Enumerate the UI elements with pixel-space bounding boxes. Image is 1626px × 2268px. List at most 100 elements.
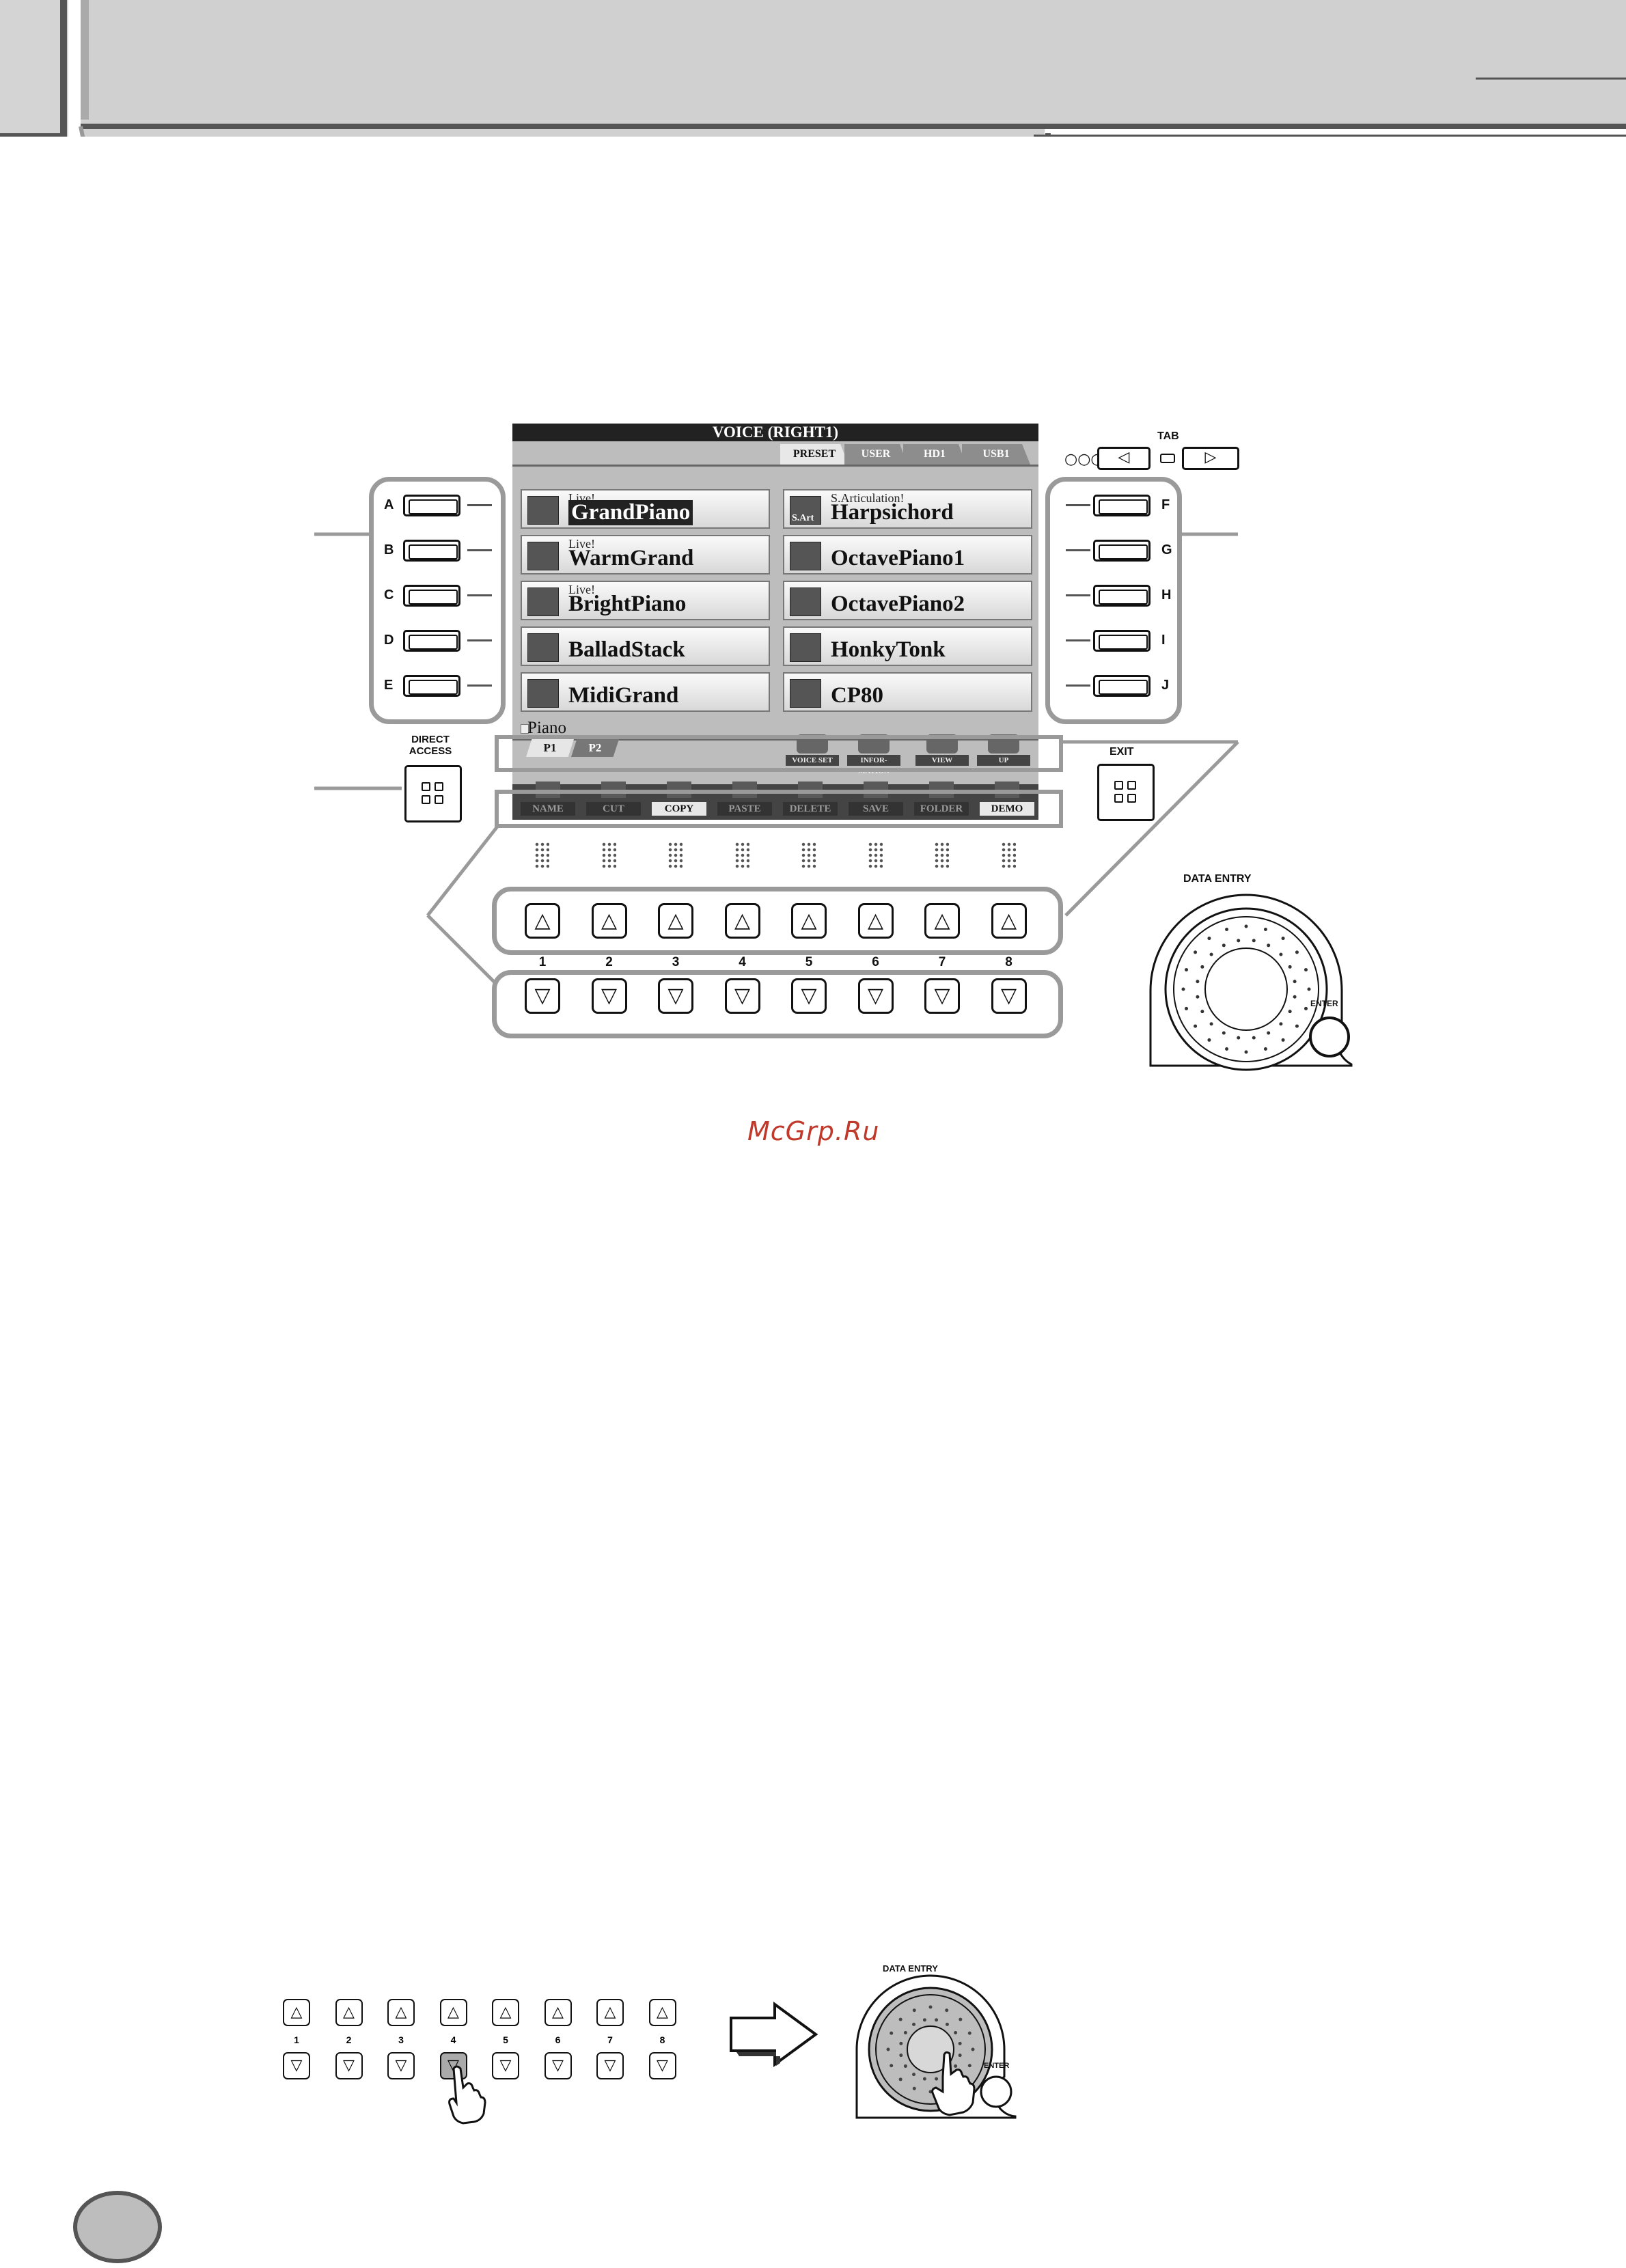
small-enter-label: ENTER bbox=[984, 2062, 1010, 2070]
lower-row-highlight bbox=[495, 790, 1063, 828]
data-entry-dial[interactable] bbox=[1148, 888, 1366, 1079]
right-button-panel bbox=[1045, 477, 1182, 724]
down-button-2[interactable]: ▽ bbox=[591, 978, 627, 1014]
down-button-1[interactable]: ▽ bbox=[525, 978, 560, 1014]
letter-label-g: G bbox=[1161, 542, 1172, 557]
tab-indicator-dots: ○○○ bbox=[1064, 451, 1104, 468]
small-up-button-5[interactable]: △ bbox=[492, 1999, 519, 2026]
small-button-number: 5 bbox=[503, 2034, 508, 2045]
button-i[interactable] bbox=[1093, 630, 1150, 652]
up-button-5[interactable]: △ bbox=[791, 903, 827, 939]
voice-piano-icon bbox=[790, 679, 821, 708]
small-up-button-8[interactable]: △ bbox=[648, 1999, 676, 2026]
down-button-7[interactable]: ▽ bbox=[924, 978, 960, 1014]
up-button-1[interactable]: △ bbox=[525, 903, 560, 939]
voice-button-midigrand[interactable]: MidiGrand bbox=[521, 672, 770, 712]
led-line bbox=[467, 594, 492, 596]
voice-button-balladstack[interactable]: BalladStack bbox=[521, 626, 770, 666]
button-b[interactable] bbox=[403, 540, 460, 562]
lcd-cut-button[interactable]: CUT bbox=[583, 779, 644, 817]
small-down-button-1[interactable]: ▽ bbox=[283, 2052, 310, 2079]
voice-tag: Live! bbox=[568, 583, 595, 596]
up-button-3[interactable]: △ bbox=[658, 903, 693, 939]
button-c[interactable] bbox=[403, 585, 460, 607]
small-down-button-7[interactable]: ▽ bbox=[596, 2052, 624, 2079]
voice-button-warmgrand[interactable]: Live!WarmGrand bbox=[521, 535, 770, 575]
small-button-number: 7 bbox=[607, 2034, 613, 2045]
small-down-button-8[interactable]: ▽ bbox=[648, 2052, 676, 2079]
page-header-banner bbox=[0, 0, 1626, 137]
voice-button-octavepiano2[interactable]: OctavePiano2 bbox=[783, 581, 1032, 620]
down-button-3[interactable]: ▽ bbox=[658, 978, 693, 1014]
button-g[interactable] bbox=[1093, 540, 1150, 562]
category-folder-icon bbox=[521, 724, 529, 734]
small-down-button-6[interactable]: ▽ bbox=[544, 2052, 572, 2079]
up-button-7[interactable]: △ bbox=[924, 903, 960, 939]
tab-right-button[interactable]: ▷ bbox=[1182, 447, 1239, 470]
lcd-save-button[interactable]: SAVE bbox=[846, 779, 906, 817]
button-marker-dots bbox=[1000, 842, 1016, 869]
button-marker-dots bbox=[667, 842, 683, 869]
button-marker-dots bbox=[734, 842, 749, 869]
small-up-button-7[interactable]: △ bbox=[596, 1999, 624, 2026]
button-h[interactable] bbox=[1093, 585, 1150, 607]
up-button-2[interactable]: △ bbox=[591, 903, 627, 939]
up-button-4[interactable]: △ bbox=[724, 903, 760, 939]
lcd-folder-button[interactable]: FOLDER bbox=[911, 779, 972, 817]
small-down-button-2[interactable]: ▽ bbox=[335, 2052, 363, 2079]
down-button-4[interactable]: ▽ bbox=[724, 978, 760, 1014]
small-data-entry-label: DATA ENTRY bbox=[883, 1963, 938, 1974]
direct-access-button[interactable] bbox=[404, 765, 462, 822]
voice-button-cp80[interactable]: CP80 bbox=[783, 672, 1032, 712]
voice-button-honkytonk[interactable]: HonkyTonk bbox=[783, 626, 1032, 666]
down-button-6[interactable]: ▽ bbox=[857, 978, 894, 1014]
lcd-title: VOICE (RIGHT1) bbox=[512, 424, 1038, 441]
small-button-number: 1 bbox=[294, 2034, 299, 2045]
exit-label: EXIT bbox=[1110, 746, 1134, 758]
led-line bbox=[1066, 594, 1090, 596]
tab-p1[interactable]: P1 bbox=[526, 739, 574, 757]
button-j[interactable] bbox=[1093, 675, 1150, 697]
small-up-button-6[interactable]: △ bbox=[544, 1999, 572, 2026]
small-button-number: 6 bbox=[555, 2034, 561, 2045]
button-e[interactable] bbox=[403, 675, 460, 697]
voice-name: Harpsichord bbox=[831, 500, 954, 525]
tab-left-button[interactable]: ◁ bbox=[1097, 447, 1150, 470]
voice-tag: S.Articulation! bbox=[831, 491, 905, 505]
small-up-button-4[interactable]: △ bbox=[439, 1999, 467, 2026]
small-up-button-1[interactable]: △ bbox=[283, 1999, 310, 2026]
small-data-entry-dial[interactable] bbox=[854, 1974, 1032, 2131]
letter-label-h: H bbox=[1161, 587, 1172, 603]
tab-usb1[interactable]: USB1 bbox=[962, 444, 1030, 465]
voice-button-brightpiano[interactable]: Live!BrightPiano bbox=[521, 581, 770, 620]
small-down-button-3[interactable]: ▽ bbox=[387, 2052, 415, 2079]
voice-piano-icon bbox=[790, 587, 821, 616]
voice-name: OctavePiano2 bbox=[831, 592, 965, 616]
button-marker-dots bbox=[534, 842, 549, 869]
voice-button-grandpiano[interactable]: Live!GrandPiano bbox=[521, 489, 770, 529]
down-button-5[interactable]: ▽ bbox=[791, 978, 827, 1014]
button-d[interactable] bbox=[403, 630, 460, 652]
tab-p2[interactable]: P2 bbox=[571, 739, 619, 757]
small-down-button-5[interactable]: ▽ bbox=[492, 2052, 519, 2079]
button-f[interactable] bbox=[1093, 495, 1150, 516]
small-up-button-2[interactable]: △ bbox=[335, 1999, 363, 2026]
led-line bbox=[1066, 504, 1090, 506]
voice-piano-icon bbox=[527, 542, 559, 570]
tab-hd1[interactable]: HD1 bbox=[903, 444, 966, 465]
tab-user[interactable]: USER bbox=[844, 444, 907, 465]
up-button-6[interactable]: △ bbox=[857, 903, 894, 939]
down-button-8[interactable]: ▽ bbox=[991, 978, 1027, 1014]
exit-button[interactable] bbox=[1097, 764, 1155, 821]
category-label: Piano bbox=[527, 719, 566, 737]
button-marker-dots bbox=[867, 842, 883, 869]
small-up-button-3[interactable]: △ bbox=[387, 1999, 415, 2026]
voice-name: OctavePiano1 bbox=[831, 546, 965, 570]
voice-button-octavepiano1[interactable]: OctavePiano1 bbox=[783, 535, 1032, 575]
lcd-paste-button[interactable]: PASTE bbox=[715, 779, 775, 817]
page-number-badge bbox=[73, 2191, 162, 2263]
button-a[interactable] bbox=[403, 495, 460, 516]
up-button-8[interactable]: △ bbox=[991, 903, 1027, 939]
tab-preset[interactable]: PRESET bbox=[780, 444, 849, 465]
